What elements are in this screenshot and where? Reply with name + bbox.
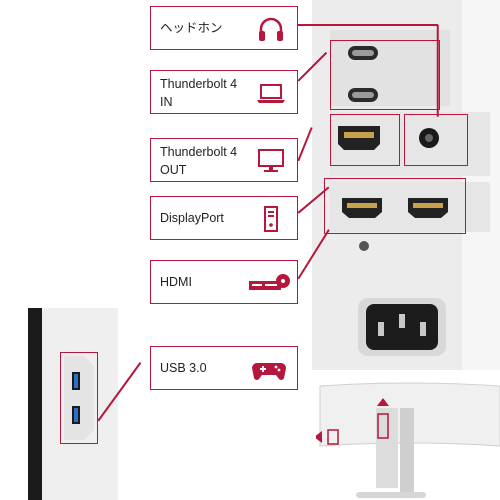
monitor-rear-overview (316, 382, 500, 498)
connector-line-thunderbolt-out (297, 127, 313, 162)
usb-c-port-frame (330, 40, 440, 110)
laptop-icon (257, 84, 285, 103)
hdmi-label: HDMI (160, 275, 192, 289)
gamepad-icon (252, 363, 286, 380)
displayport-label: DisplayPort (160, 211, 224, 225)
connector-line-headphone (298, 24, 438, 26)
displayport-port-frame (330, 114, 400, 166)
hdmi-label-box: HDMI (150, 260, 298, 304)
media-player-icon (249, 274, 290, 290)
usb-label-box: USB 3.0 (150, 346, 298, 390)
usb-port-frame (60, 352, 98, 444)
usb-label: USB 3.0 (160, 361, 207, 375)
hdmi-port-frame (324, 178, 466, 234)
thunderbolt-out-label-line1: Thunderbolt 4 (160, 145, 238, 159)
displayport-label-box: DisplayPort (150, 196, 298, 240)
thunderbolt-out-label-line2: OUT (160, 163, 187, 177)
monitor-side-edge (28, 308, 42, 500)
usb-ports-art (64, 356, 94, 440)
thunderbolt-in-label-box: Thunderbolt 4 IN (150, 70, 298, 114)
headphones-icon (259, 17, 283, 41)
thunderbolt-in-label-line1: Thunderbolt 4 (160, 77, 238, 91)
desktop-tower-icon (264, 206, 278, 232)
connector-line-headphone-vert (437, 24, 439, 117)
monitor-icon (258, 149, 284, 172)
headphone-label-box: ヘッドホン (150, 6, 298, 50)
thunderbolt-in-label-line2: IN (160, 95, 173, 109)
rear-io-panel-art (312, 0, 500, 370)
thunderbolt-out-label-box: Thunderbolt 4 OUT (150, 138, 298, 182)
headphone-port-frame (404, 114, 468, 166)
rear-io-panel (312, 0, 500, 370)
headphone-label: ヘッドホン (160, 21, 223, 35)
